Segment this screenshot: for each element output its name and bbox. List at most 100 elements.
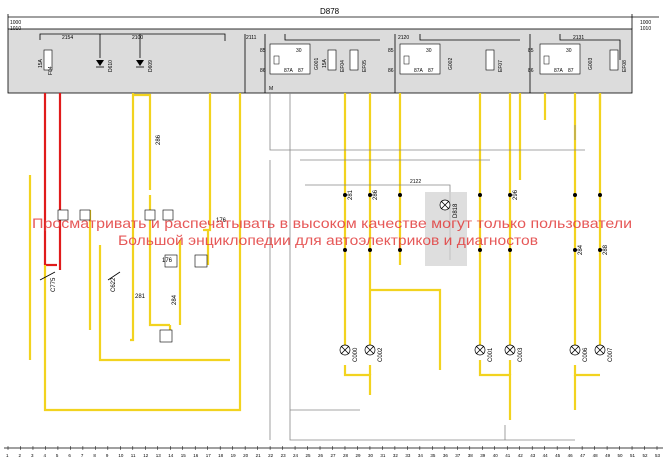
ruler-number-37: 37 [455,453,461,458]
ruler-number-47: 47 [580,453,586,458]
ruler-number-51: 51 [630,453,636,458]
lamp-C001: C001 [474,344,494,362]
relay-G001-pin-87A: 87A [284,68,294,74]
ruler-number-17: 17 [206,453,212,458]
connector-code-176: 176 [216,218,227,224]
lamp-C002: C002 [364,344,384,362]
ruler-number-39: 39 [480,453,486,458]
ruler-number-23: 23 [281,453,287,458]
relay-G003-label: G003 [588,58,594,70]
ruler-number-7: 7 [81,453,84,458]
red-wires [43,93,62,270]
connector-pins: 281 286 288 284 176 296 2122 [216,179,609,255]
connector-code-281: 281 [348,189,354,200]
fuse-relay-box: D878 1000 1010 1000 1010 F04 15A D610 D6… [7,7,659,94]
corner-code-left-2: 1010 [10,26,21,32]
ruler-number-10: 10 [118,453,124,458]
ruler-number-42: 42 [518,453,524,458]
connector-284: 284 [172,294,178,305]
frame-code: D878 [320,7,340,16]
wire-2131-top: 2131 [573,35,584,41]
lamp-C000: C000 [339,344,359,362]
fuse-EF07-label: EF07 [498,60,504,72]
relay-G003: 85 30 86 87A 87 G003 [528,43,594,75]
ground-symbol: M [269,86,273,92]
ruler-number-13: 13 [156,453,162,458]
relay-G002: 85 30 86 87A 87 G002 [388,43,454,75]
relay-G002-label: G002 [448,58,454,70]
ruler-number-31: 31 [380,453,386,458]
ruler-number-28: 28 [343,453,349,458]
ruler-number-20: 20 [243,453,249,458]
ruler-number-29: 29 [355,453,361,458]
diode-D609: D609 [136,60,154,72]
ruler-number-6: 6 [68,453,71,458]
ruler-number-18: 18 [218,453,224,458]
ruler-number-5: 5 [56,453,59,458]
ruler-number-2: 2 [18,453,21,458]
ruler-number-27: 27 [331,453,337,458]
connector-C622: C622 [111,277,117,292]
ruler-number-9: 9 [106,453,109,458]
relay-G002-pin-87: 87 [428,68,434,74]
ruler-number-3: 3 [31,453,34,458]
wire-2111-top: 2111 [246,35,257,41]
lamp-C003: C003 [504,344,524,362]
ruler-number-12: 12 [143,453,149,458]
ruler-number-38: 38 [468,453,474,458]
relay-G001-pin-85: 85 [260,48,266,54]
lamp-C006: C006 [569,344,589,362]
ruler-number-24: 24 [293,453,299,458]
diode-D610: D610 [96,60,114,72]
connector-code-284: 284 [578,244,584,255]
ruler-number-1: 1 [6,453,9,458]
relay-G002-pin-85: 85 [388,48,394,54]
relay-G002-pin-30: 30 [426,48,432,54]
ruler-number-48: 48 [593,453,599,458]
lamp-C000-label: C000 [353,347,359,362]
ruler-number-8: 8 [93,453,96,458]
ruler-number-11: 11 [131,453,136,458]
corner-code-right-2: 1010 [640,26,651,32]
wire-2120-top: 2120 [398,35,409,41]
ruler-number-4: 4 [43,453,46,458]
diode-D609-label: D609 [148,60,154,72]
watermark-line-1: Просматривать и распечатывать в высоком … [32,215,632,231]
ruler-number-30: 30 [368,453,374,458]
ruler-number-46: 46 [568,453,574,458]
ruler-number-36: 36 [443,453,449,458]
relay-G001-pin-30: 30 [296,48,302,54]
ruler-number-21: 21 [256,453,262,458]
relay-G001-label: G001 [314,58,320,70]
relay-G003-pin-86: 86 [528,68,534,74]
lamp-C003-label: C003 [518,347,524,362]
ruler-number-19: 19 [231,453,237,458]
connector-286: 286 [156,134,162,145]
wire-2154-top: 2154 [62,35,73,41]
ruler-number-25: 25 [306,453,312,458]
ruler-number-35: 35 [430,453,436,458]
fuse-F04-label: F04 [48,66,54,75]
relay-G002-pin-86: 86 [388,68,394,74]
relay-G003-pin-85: 85 [528,48,534,54]
lamps: C000 C002 C001 C003 C006 C007 [339,199,614,362]
lamp-C007-label: C007 [608,347,614,362]
relay-G001-pin-87: 87 [298,68,304,74]
ruler-number-43: 43 [530,453,536,458]
fuse-EF04-label: EF04 [340,60,346,72]
left-components: C775 C622 176 281 284 286 [39,134,208,343]
corner-code-right-1: 1000 [640,20,651,26]
wire-2100-top: 2100 [132,35,143,41]
ruler-number-33: 33 [405,453,411,458]
diode-D610-label: D610 [108,60,114,72]
lamp-D818-label: D818 [453,203,459,218]
lamp-C001-label: C001 [488,347,494,362]
connector-C775: C775 [51,277,57,292]
lamp-C007: C007 [594,344,614,362]
ruler-number-32: 32 [393,453,399,458]
ruler-number-16: 16 [193,453,199,458]
relay-G001-pin-86: 86 [260,68,266,74]
relay-G002-pin-87A: 87A [414,68,424,74]
thin-wires [269,93,585,441]
